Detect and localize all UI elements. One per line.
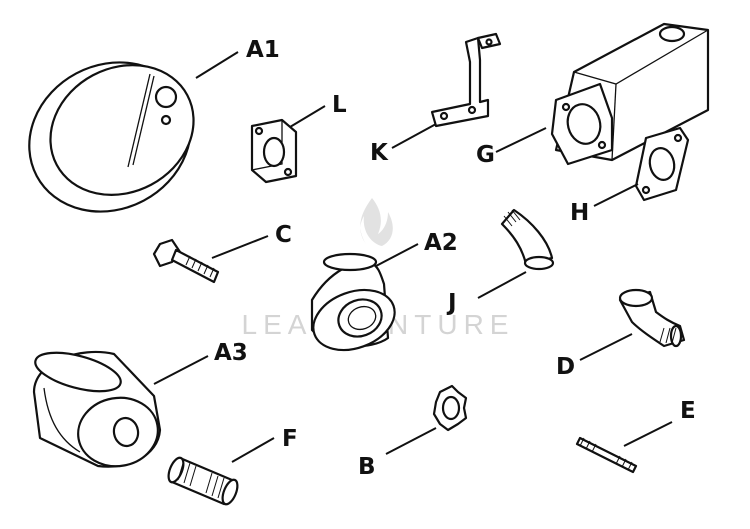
leader-line-a1 [195,51,239,79]
part-a3-air-cleaner-housing [32,350,162,468]
part-f-pipe-nipple [167,456,239,506]
label-f: F [282,426,298,452]
part-b-lock-nut [432,384,468,432]
label-b: B [358,454,376,480]
leader-line-l [289,105,326,128]
leader-line-j [477,271,527,299]
part-k-bracket [430,32,502,128]
label-c: C [275,222,292,248]
part-h-gasket [634,126,690,202]
label-j: J [446,290,457,316]
label-h: H [570,200,589,226]
leader-line-a3 [153,355,209,385]
label-a2: A2 [424,230,458,256]
leader-line-b [385,427,437,455]
part-a2-cone-cover [310,252,396,352]
label-e: E [680,398,696,424]
watermark-flame-icon [360,198,393,246]
leader-line-h [593,183,639,207]
label-g: G [476,142,495,168]
leader-line-g [495,127,547,153]
leader-line-f [231,437,275,463]
part-l-flange [250,118,298,184]
label-d: D [556,354,575,380]
part-g-muffler [550,22,710,166]
label-k: K [370,140,389,166]
part-j-elbow [500,208,555,271]
label-a3: A3 [214,340,248,366]
leader-line-k [391,123,437,149]
leader-line-d [579,333,633,361]
part-d-street-elbow [618,288,686,348]
label-l: L [332,92,347,118]
part-e-stud [575,436,638,474]
leader-line-c [211,235,269,259]
leader-line-a2 [375,243,419,267]
leader-line-e [623,421,673,447]
part-a1-air-cleaner-cover [28,61,195,213]
label-a1: A1 [246,37,280,63]
part-c-bolt [152,238,220,284]
